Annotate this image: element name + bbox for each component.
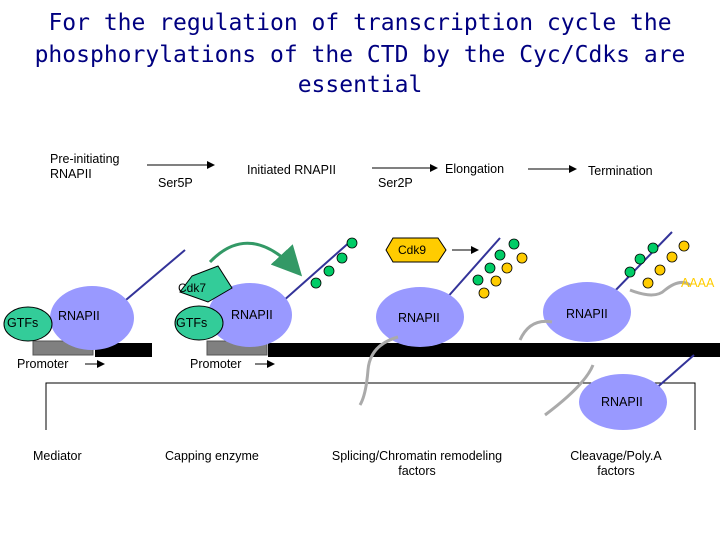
rnapii-blob-5 — [579, 374, 667, 430]
cdk9-shape — [385, 237, 447, 263]
rna-transcript-4b — [629, 280, 691, 297]
rnapii-blob-2 — [208, 283, 292, 347]
cdk9-label: Cdk9 — [398, 243, 427, 257]
rnapii-label-3: RNAPII — [398, 311, 440, 325]
phospho-dot — [508, 238, 520, 250]
gtfs-label-2: GTFs — [176, 316, 208, 330]
capping-enzyme-label: Capping enzyme — [165, 449, 259, 463]
phospho-dot-yellow — [501, 262, 513, 274]
phospho-dot — [624, 266, 636, 278]
gtfs-label-1: GTFs — [7, 316, 39, 330]
mediator-label: Mediator — [33, 449, 82, 463]
phospho-dot — [484, 262, 496, 274]
phospho-dot-yellow — [678, 240, 690, 252]
cdk7-curved-arrow — [208, 241, 303, 277]
phospho-dot — [336, 252, 348, 264]
phospho-dot-yellow — [666, 251, 678, 263]
ser5p-label: Ser5P — [158, 176, 193, 190]
ctd-tail-1 — [119, 249, 186, 306]
ser2p-label: Ser2P — [378, 176, 413, 190]
stage-elongation-label: Elongation — [445, 162, 505, 176]
rnapii-label-2: RNAPII — [231, 308, 273, 322]
phospho-dot — [647, 242, 659, 254]
gtfs-blob-2 — [174, 305, 224, 341]
phospho-dot — [310, 277, 322, 289]
phospho-dot — [472, 274, 484, 286]
phospho-dot-yellow — [654, 264, 666, 276]
cleavage-factors-label: Cleavage/Poly.A factors — [570, 449, 662, 478]
rna-transcript-4 — [518, 319, 553, 341]
rnapii-blob-4 — [543, 282, 631, 342]
stage-preinit-label: Pre-initiating RNAPII — [50, 152, 120, 181]
rnapii-blob-1 — [50, 286, 134, 350]
dna-segment-2 — [268, 343, 720, 357]
splicing-factors-label: Splicing/Chromatin remodeling factors — [331, 449, 503, 478]
title-line-1: For the regulation of transcription cycl… — [48, 10, 672, 36]
polya-label: AAAA — [681, 276, 715, 290]
stage-termination-label: Termination — [588, 164, 653, 178]
phospho-dot — [634, 253, 646, 265]
cdk7-shape — [179, 265, 233, 303]
rnapii-label-4: RNAPII — [566, 307, 608, 321]
ctd-tail-3 — [444, 237, 501, 301]
phospho-dot — [494, 249, 506, 261]
ctd-tail-2 — [281, 239, 353, 303]
rna-transcript-5 — [544, 364, 595, 417]
rna-transcript-3 — [358, 335, 399, 406]
cdk7-label: Cdk7 — [178, 281, 207, 295]
phospho-dot-yellow — [516, 252, 528, 264]
rnapii-label-5: RNAPII — [601, 395, 643, 409]
phospho-dot-yellow — [490, 275, 502, 287]
gtfs-blob-1 — [3, 306, 53, 342]
phospho-dot-yellow — [478, 287, 490, 299]
stage-initiated-label: Initiated RNAPII — [247, 163, 336, 177]
promoter-label-1: Promoter — [17, 357, 69, 371]
phospho-dot — [323, 265, 335, 277]
phospho-dot — [346, 237, 358, 249]
phospho-dot-yellow — [642, 277, 654, 289]
rnapii-blob-3 — [376, 287, 464, 347]
title-line-2: phosphorylations of the CTD by the Cyc/C… — [34, 42, 686, 98]
promoter-label-2: Promoter — [190, 357, 242, 371]
rnapii-label-1: RNAPII — [58, 309, 100, 323]
